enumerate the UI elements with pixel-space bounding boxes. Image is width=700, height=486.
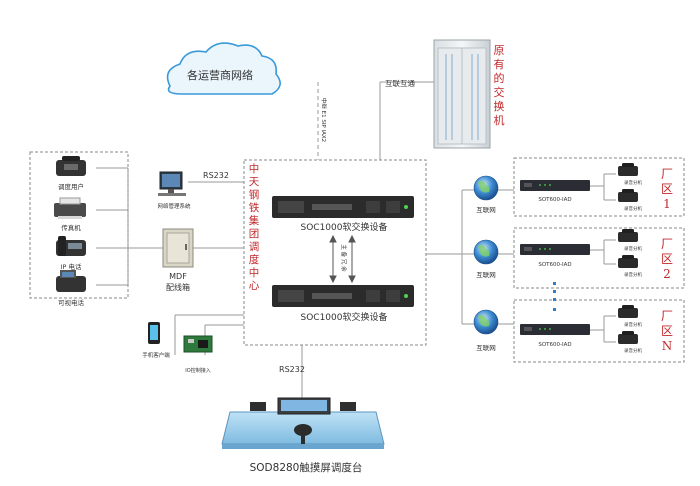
extension-label: 录音分机 [624,205,642,212]
plant-2-title: 厂 区 2 [661,237,673,281]
ip-phone-icon [56,236,86,256]
svg-text:有: 有 [494,57,505,71]
extension-phone-icon [618,305,638,318]
mdf-cabinet-icon [162,228,194,268]
continuation-dots [553,282,556,311]
svg-text:区: 区 [661,252,673,266]
svg-text:钢: 钢 [249,188,260,201]
internet-globe-icon [473,239,499,265]
svg-text:集: 集 [249,214,260,227]
svg-text:度: 度 [249,253,260,266]
left-devices-box [29,151,129,299]
management-pc-icon [158,171,186,196]
extension-phone-icon [618,229,638,242]
svg-text:区: 区 [661,182,673,196]
io-label: IO控制接入 [185,367,210,374]
iad-device-icon [520,324,590,335]
left-device-label: 调度用户 [58,182,84,191]
svg-text:机: 机 [494,113,505,127]
plant-2-box [513,227,685,289]
extension-label: 录音分机 [624,271,642,278]
plant-1-iad-label: SOT600-IAD [538,197,571,203]
switch-2-label: SOC1000软交换设备 [301,311,388,323]
switch-unit-2 [272,285,414,307]
svg-text:N: N [662,339,673,353]
extension-label: 录音分机 [624,179,642,186]
left-device-label: 可视电话 [58,298,85,307]
carrier-link-label: 中继 E1 SIP IAX2 [320,98,328,142]
control-center-title: 中 天 钢 铁 集 团 调 度 中 心 [249,162,260,292]
svg-text:1: 1 [663,197,671,211]
dispatch-phone-icon [56,156,86,176]
plant-2-network-label: 互联网 [476,270,496,279]
iad-device-icon [520,180,590,191]
dispatch-console-icon [221,397,385,449]
svg-text:的: 的 [494,71,505,85]
video-phone-icon [56,270,86,292]
mobile-label: 手机客户端 [142,351,170,359]
left-device-bus [96,167,129,286]
io-control-board-icon [183,335,213,353]
backup-link-label: 主 备 冗 余 [340,244,348,272]
rs232-top-label: RS232 [203,171,229,180]
extension-label: 录音分机 [624,245,642,252]
iad-device-icon [520,244,590,255]
management-label: 网络管理系统 [157,202,191,210]
fax-machine-icon [54,197,86,219]
plant-1-box [513,157,685,217]
left-device-label: 传真机 [61,223,81,232]
svg-text:厂: 厂 [661,237,673,251]
extension-label: 录音分机 [624,347,642,354]
svg-text:中: 中 [249,162,260,175]
plant-1-title: 厂 区 1 [661,167,673,211]
mobile-phone-icon [148,322,160,344]
svg-text:原: 原 [494,44,505,57]
extension-phone-icon [618,163,638,176]
svg-text:心: 心 [249,280,260,292]
extension-label: 录音分机 [624,321,642,328]
internet-globe-icon [473,309,499,335]
svg-text:换: 换 [494,99,505,113]
svg-text:中: 中 [249,266,260,279]
plant-n-iad-label: SOT600-IAD [538,342,571,348]
svg-text:交: 交 [494,85,505,99]
interconnect-label: 互联互通 [385,78,415,88]
extension-phone-icon [618,189,638,202]
carrier-cloud: 各运营商网络 [166,42,281,95]
extension-phone-icon [618,331,638,344]
svg-text:团: 团 [249,228,260,240]
left-device-label: IP 电话 [61,262,82,271]
plant-n-box [513,299,685,363]
backup-link-arrows [329,234,356,284]
mdf-label-1: MDF [169,272,187,281]
rs232-bottom-label: RS232 [279,365,305,374]
plant-1-network-label: 互联网 [476,205,496,214]
svg-text:厂: 厂 [661,167,673,181]
plant-n-title: 厂 区 N [661,309,673,353]
old-switch-title: 原 有 的 交 换 机 [494,44,505,127]
plant-2-iad-label: SOT600-IAD [538,262,571,268]
mdf-label-2: 配线箱 [166,282,190,292]
svg-text:天: 天 [249,176,260,188]
svg-text:区: 区 [661,324,673,338]
console-label: SOD8280触摸屏调度台 [250,461,363,474]
svg-text:调: 调 [249,241,260,253]
switch-1-label: SOC1000软交换设备 [301,221,388,233]
old-switch-cabinet [433,39,491,149]
internet-globe-icon [473,175,499,201]
control-center-box [243,159,427,346]
switch-unit-1 [272,196,414,218]
svg-text:厂: 厂 [661,309,673,323]
plant-n-network-label: 互联网 [476,343,496,352]
extension-phone-icon [618,255,638,268]
svg-text:2: 2 [663,267,671,281]
svg-text:铁: 铁 [249,201,260,214]
cloud-label: 各运营商网络 [187,68,253,82]
